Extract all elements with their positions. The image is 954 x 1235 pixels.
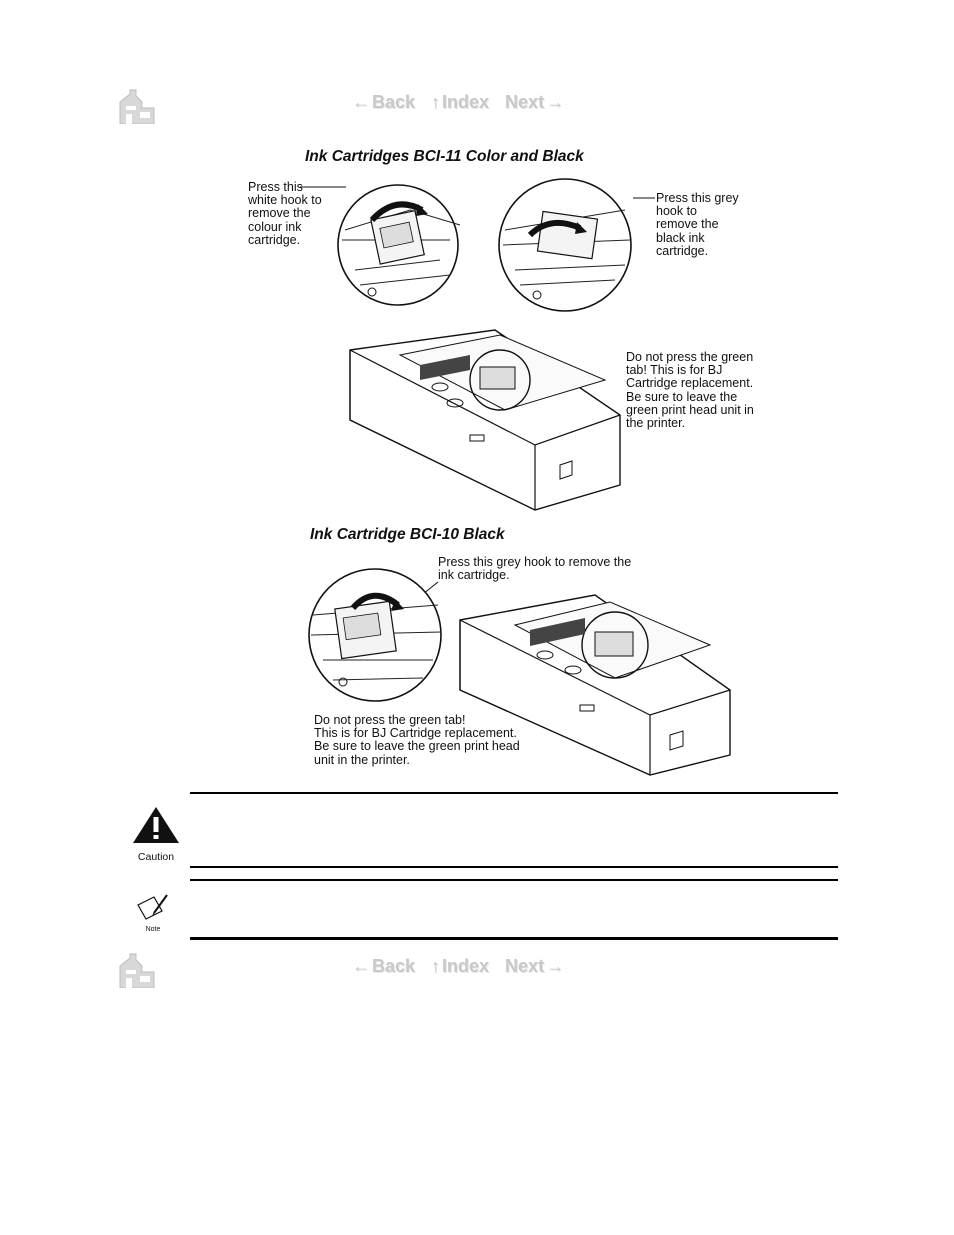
section2-title: Ink Cartridge BCI-10 Black xyxy=(310,526,505,543)
arrow-left-icon: ← xyxy=(352,92,370,112)
back-label: Back xyxy=(372,92,416,112)
next-label: Next xyxy=(505,956,545,976)
caution-label: Caution xyxy=(137,851,175,863)
printer-illustration-1 xyxy=(349,329,621,511)
callout-green-tab: Do not press the green tab! This is for … xyxy=(626,350,754,431)
back-link[interactable]: ← Back xyxy=(352,956,415,977)
home-icon[interactable] xyxy=(116,88,156,125)
callout-white-hook: Press this white hook to remove the colo… xyxy=(248,180,322,247)
index-link[interactable]: ↑ Index xyxy=(431,956,489,977)
top-navigation: ← Back ↑ Index Next → xyxy=(0,88,954,128)
back-link[interactable]: ← Back xyxy=(352,92,415,113)
index-link[interactable]: ↑ Index xyxy=(431,92,489,113)
arrow-up-icon: ↑ xyxy=(431,956,441,976)
callout-grey-hook-2: Press this grey hook to remove the ink c… xyxy=(438,555,632,583)
next-label: Next xyxy=(505,92,545,112)
arrow-right-icon: → xyxy=(546,956,565,976)
index-label: Index xyxy=(442,956,490,976)
next-link[interactable]: Next → xyxy=(505,956,564,977)
warning-triangle-icon xyxy=(133,807,179,843)
black-cartridge-illustration xyxy=(498,178,655,312)
nav-links: ← Back ↑ Index Next → xyxy=(352,956,564,977)
home-icon[interactable] xyxy=(116,952,156,989)
bci10-cartridge-illustration xyxy=(308,568,442,702)
caution-block: Caution xyxy=(130,805,182,863)
caution-top-rule xyxy=(190,792,838,794)
section1-title: Ink Cartridges BCI-11 Color and Black xyxy=(305,148,584,165)
note-bottom-rule xyxy=(190,937,838,940)
index-label: Index xyxy=(442,92,490,112)
next-link[interactable]: Next → xyxy=(505,92,564,113)
note-label: Note xyxy=(145,926,161,933)
caution-bottom-rule xyxy=(190,866,838,868)
bottom-navigation: ← Back ↑ Index Next → xyxy=(0,952,954,992)
note-pencil-icon xyxy=(137,894,168,920)
nav-links: ← Back ↑ Index Next → xyxy=(352,92,564,113)
note-top-rule xyxy=(190,879,838,881)
printer-illustration-2 xyxy=(459,594,731,776)
callout-grey-hook: Press this grey hook to remove the black… xyxy=(656,191,739,258)
colour-cartridge-illustration xyxy=(300,184,461,306)
arrow-right-icon: → xyxy=(546,92,565,112)
callout-green-tab-2: Do not press the green tab! This is for … xyxy=(314,713,520,767)
back-label: Back xyxy=(372,956,416,976)
arrow-left-icon: ← xyxy=(352,956,370,976)
note-block: Note xyxy=(136,893,172,933)
arrow-up-icon: ↑ xyxy=(431,92,441,112)
